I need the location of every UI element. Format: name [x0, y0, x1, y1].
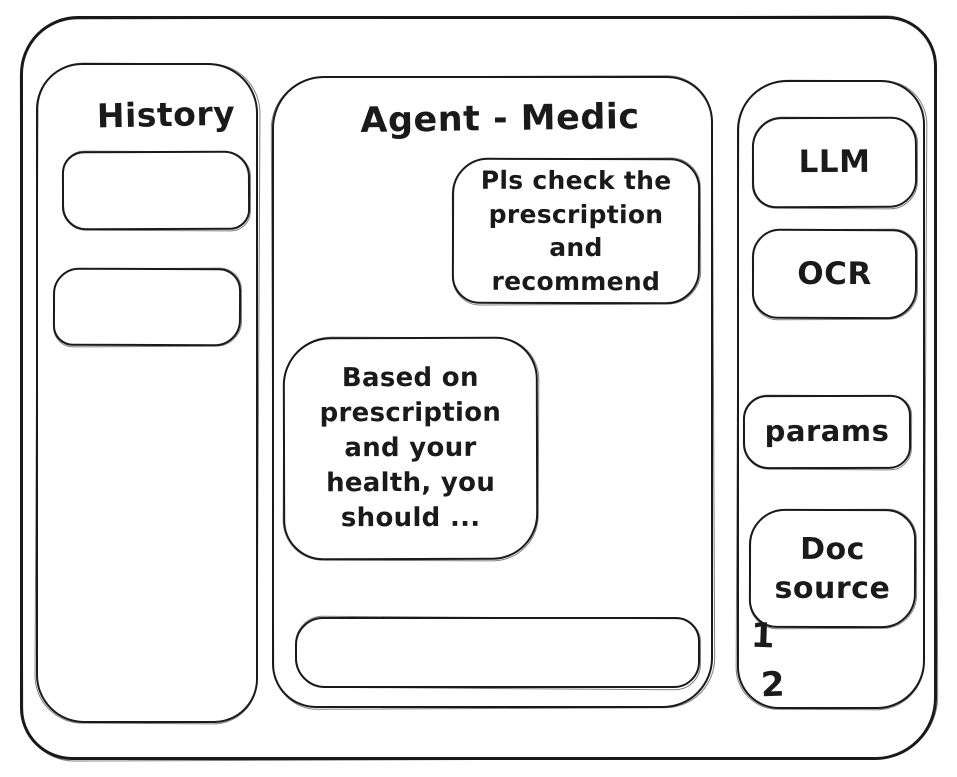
history-item[interactable] — [61, 150, 251, 231]
chat-input[interactable] — [299, 621, 696, 684]
history-item-label — [64, 153, 248, 229]
doc-source-item-2: 2 — [760, 664, 786, 706]
chat-input-box[interactable] — [295, 617, 700, 688]
history-item[interactable] — [52, 267, 242, 347]
agent-message-text: Based on prescription and your health, y… — [319, 363, 502, 533]
agent-message-bubble: Based on prescription and your health, y… — [282, 336, 539, 561]
ocr-button[interactable]: OCR — [751, 228, 918, 320]
params-button[interactable]: params — [742, 394, 912, 470]
history-item-label — [55, 270, 239, 345]
history-title: History — [96, 93, 236, 135]
doc-source-button[interactable]: Doc source — [748, 508, 917, 629]
chat-panel-title: Agent - Medic — [360, 97, 640, 142]
doc-source-item-1: 1 — [750, 615, 776, 657]
llm-button[interactable]: LLM — [751, 116, 918, 209]
user-message-bubble: Pls check the prescription and recommend — [451, 157, 701, 305]
user-message-text: Pls check the prescription and recommend — [480, 165, 672, 296]
